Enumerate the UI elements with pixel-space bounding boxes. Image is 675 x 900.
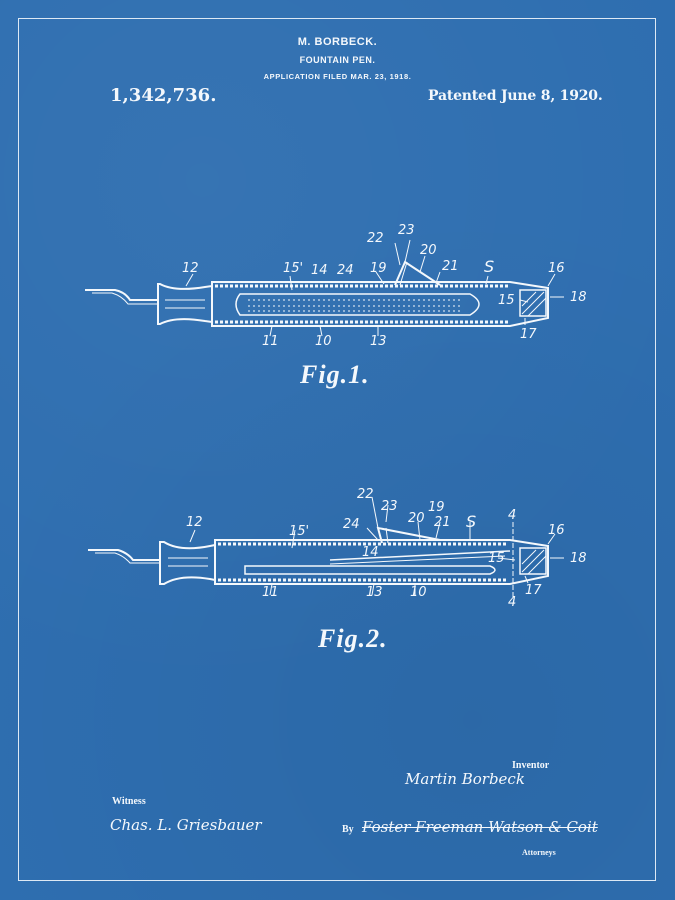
ref-15: 15 (488, 551, 505, 566)
ref-16: 16 (548, 261, 565, 276)
ref-19: 19 (428, 500, 445, 515)
application-filed: APPLICATION FILED MAR. 23, 1918. (263, 72, 412, 81)
ref-18: 18 (570, 290, 587, 305)
witness-label: Witness (112, 796, 146, 807)
ref-16: 16 (548, 523, 565, 538)
ref-22: 22 (367, 231, 384, 246)
figure-1-label: Fig.1. (300, 360, 370, 389)
ref-24: 24 (343, 517, 360, 532)
ref-20: 20 (420, 243, 437, 258)
ref-22: 22 (357, 487, 374, 502)
ref-14: 14 (311, 263, 328, 278)
attorneys-label: Attorneys (522, 848, 556, 857)
figure-2-label: Fig.2. (318, 624, 388, 653)
ref-17: 17 (525, 583, 542, 598)
ref-4-bottom: 4 (508, 595, 516, 610)
ref-11: 11 (262, 334, 279, 349)
ref-4-top: 4 (508, 508, 516, 523)
witness-signature: Chas. L. Griesbauer (110, 816, 262, 834)
ref-15-prime: 15' (283, 261, 303, 276)
ref-21: 21 (442, 259, 459, 274)
ref-12: 12 (186, 515, 203, 530)
invention-title: FOUNTAIN PEN. (299, 55, 376, 65)
ref-13: 13 (366, 585, 383, 600)
ref-13: 13 (370, 334, 387, 349)
attorneys-signature: Foster Freeman Watson & Coit (362, 818, 598, 836)
ref-23: 23 (398, 223, 415, 238)
by-label: By (342, 824, 354, 835)
ref-24: 24 (337, 263, 354, 278)
ref-S: S (484, 257, 494, 276)
ref-15: 15 (498, 293, 515, 308)
ref-18: 18 (570, 551, 587, 566)
patent-number: 1,342,736. (110, 85, 217, 106)
ref-23: 23 (381, 499, 398, 514)
ref-10: 10 (315, 334, 332, 349)
ref-S: S (466, 512, 476, 531)
ref-19: 19 (370, 261, 387, 276)
ref-17: 17 (520, 327, 537, 342)
ref-11: 11 (262, 585, 279, 600)
ref-20: 20 (408, 511, 425, 526)
ref-15-prime: 15' (289, 524, 309, 539)
inventor-label: Inventor (512, 760, 550, 771)
drawing-border (18, 18, 656, 881)
ref-12: 12 (182, 261, 199, 276)
inventor-signature: Martin Borbeck (405, 770, 525, 788)
ref-14: 14 (362, 545, 379, 560)
ref-21: 21 (434, 515, 451, 530)
patented-date: Patented June 8, 1920. (428, 88, 603, 104)
inventor-name: M. BORBECK. (297, 36, 378, 48)
ref-10: 10 (410, 585, 427, 600)
